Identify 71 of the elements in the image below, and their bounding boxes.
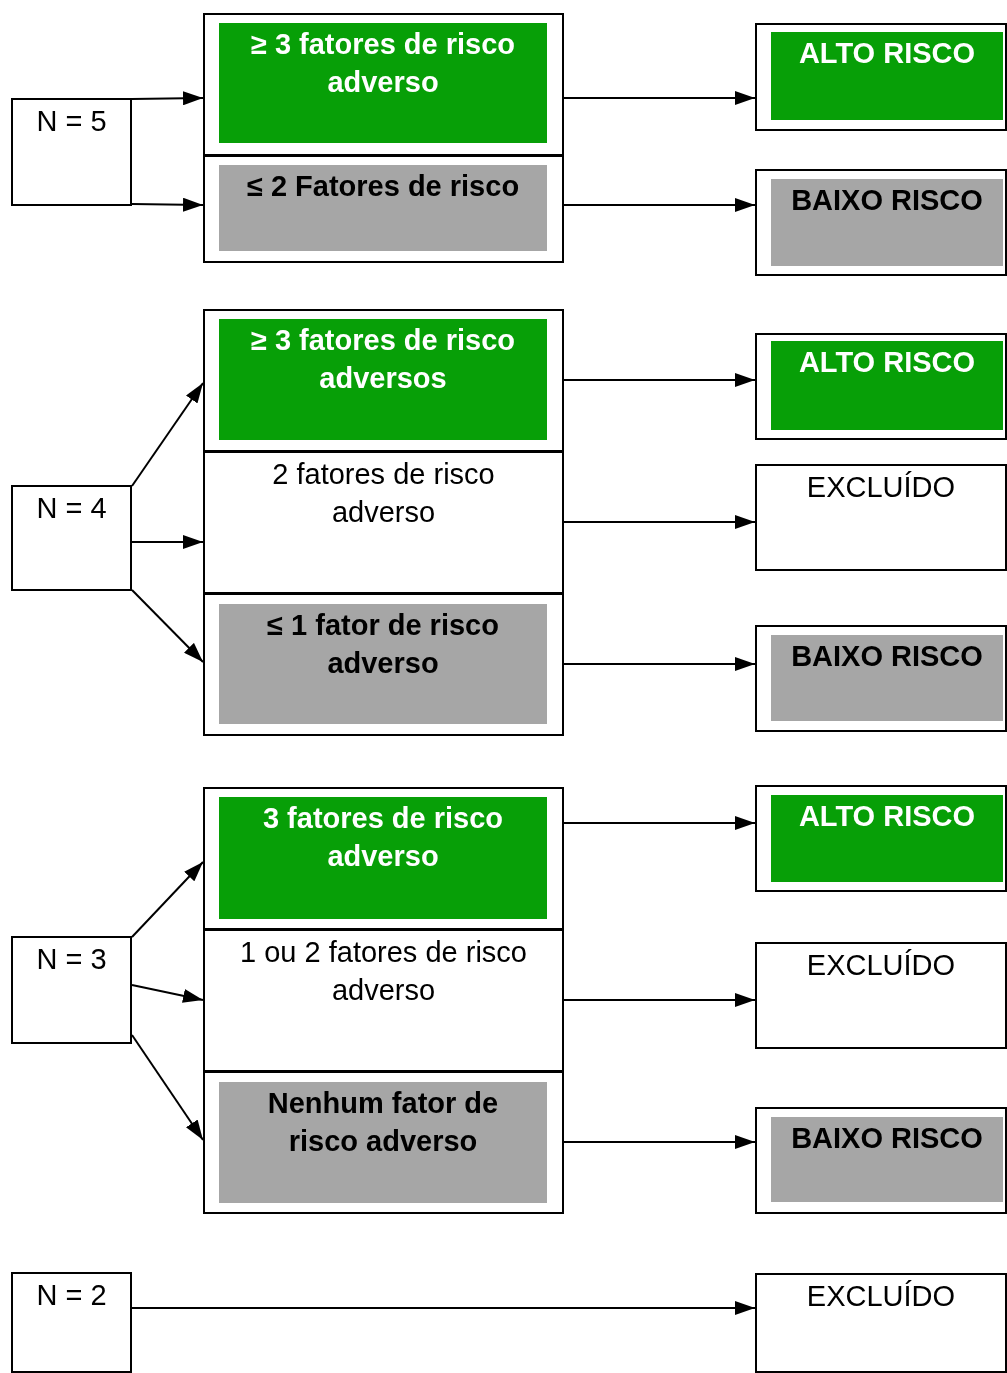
low-risk-box	[771, 179, 1003, 266]
box-label: ≥ 3 fatores de risco adversos	[249, 323, 517, 396]
outline-box	[755, 169, 1007, 276]
arrow	[131, 1301, 756, 1315]
outline-box	[203, 929, 564, 1072]
outline-box	[755, 333, 1007, 440]
low-risk-box	[219, 165, 547, 251]
box-label: EXCLUÍDO	[805, 948, 957, 983]
box-label: ALTO RISCO	[797, 799, 977, 834]
box-label: N = 5	[35, 104, 108, 139]
arrow	[563, 373, 756, 387]
outline-box	[203, 155, 564, 263]
outline-box	[203, 787, 564, 930]
box-label: EXCLUÍDO	[805, 470, 957, 505]
high-risk-box	[219, 319, 547, 440]
arrow	[563, 1135, 756, 1149]
high-risk-box	[771, 795, 1003, 882]
box-label: BAIXO RISCO	[790, 183, 984, 218]
outline-box	[203, 309, 564, 452]
arrow	[131, 91, 204, 106]
box-label: ALTO RISCO	[797, 36, 977, 71]
box-label: 1 ou 2 fatores de risco adverso	[239, 935, 528, 1008]
outline-box	[755, 464, 1007, 571]
outline-box	[755, 625, 1007, 732]
box-label: BAIXO RISCO	[790, 1121, 984, 1156]
high-risk-box	[219, 797, 547, 919]
arrow	[131, 984, 204, 1003]
outline-box	[755, 785, 1007, 892]
outline-box	[755, 23, 1007, 131]
box-label: N = 2	[35, 1278, 108, 1313]
low-risk-box	[771, 1117, 1003, 1202]
outline-box	[203, 451, 564, 594]
outline-box	[203, 13, 564, 156]
low-risk-box	[771, 635, 1003, 721]
outline-box	[11, 936, 132, 1044]
box-label: ≤ 2 Fatores de risco	[245, 169, 521, 204]
high-risk-box	[771, 32, 1003, 120]
outline-box	[11, 1272, 132, 1373]
box-label: EXCLUÍDO	[805, 1279, 957, 1314]
arrow	[131, 382, 204, 487]
low-risk-box	[219, 604, 547, 724]
outline-box	[755, 1273, 1007, 1373]
outline-box	[203, 1071, 564, 1214]
outline-box	[755, 1107, 1007, 1214]
box-label: N = 3	[35, 942, 108, 977]
box-label: Nenhum fator de risco adverso	[266, 1086, 500, 1159]
arrow	[563, 91, 756, 105]
high-risk-box	[771, 341, 1003, 430]
outline-box	[203, 593, 564, 736]
arrow	[131, 861, 204, 938]
arrow	[563, 515, 756, 529]
outline-box	[755, 942, 1007, 1049]
arrow	[563, 816, 756, 830]
arrow	[131, 535, 204, 549]
arrow	[131, 1034, 204, 1141]
box-label: 2 fatores de risco adverso	[271, 457, 496, 530]
box-label: BAIXO RISCO	[790, 639, 984, 674]
box-label: ≤ 1 fator de risco adverso	[266, 608, 500, 681]
box-label: ALTO RISCO	[797, 345, 977, 380]
arrow	[563, 993, 756, 1007]
outline-box	[11, 485, 132, 591]
outline-box	[11, 98, 132, 206]
arrow	[563, 198, 756, 212]
low-risk-box	[219, 1082, 547, 1203]
arrow	[131, 589, 204, 663]
box-label: ≥ 3 fatores de risco adverso	[249, 27, 517, 100]
box-label: 3 fatores de risco adverso	[261, 801, 505, 874]
arrow	[563, 657, 756, 671]
high-risk-box	[219, 23, 547, 143]
box-label: N = 4	[35, 491, 108, 526]
arrow	[131, 197, 204, 212]
